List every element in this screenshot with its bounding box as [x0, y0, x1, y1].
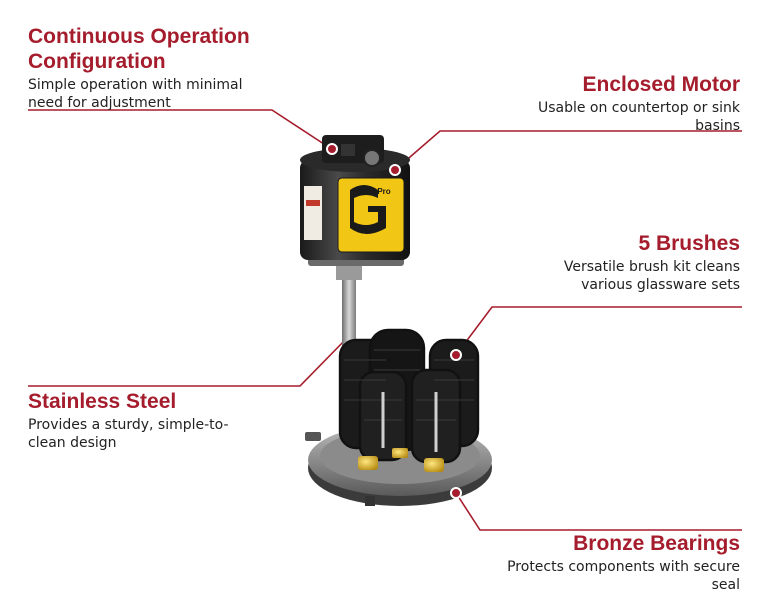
dot-motor — [389, 164, 401, 176]
leader-line-steel — [28, 337, 348, 387]
brushes — [338, 328, 480, 464]
callout-enclosed-motor: Enclosed Motor Usable on countertop or s… — [520, 72, 740, 135]
callout-dots — [326, 143, 462, 499]
dot-continuous — [326, 143, 338, 155]
callout-title: Continuous Operation Configuration — [28, 25, 250, 73]
leader-line-brushes — [455, 306, 742, 356]
dot-bearings — [450, 487, 462, 499]
callout-title: Enclosed Motor — [582, 73, 740, 96]
brand-name: Glass Pro — [353, 187, 390, 196]
leader-line-motor — [394, 130, 742, 171]
callout-brushes: 5 Brushes Versatile brush kit cleans var… — [520, 231, 740, 294]
callout-text: Simple operation with minimal need for a… — [28, 77, 243, 111]
dot-brushes — [450, 349, 462, 361]
bronze-bearings — [358, 448, 444, 472]
callout-text: Usable on countertop or sink basins — [537, 100, 740, 134]
leader-line-continuous — [28, 109, 331, 149]
leader-lines — [28, 109, 742, 531]
callout-stainless-steel: Stainless Steel Provides a sturdy, simpl… — [28, 389, 248, 452]
callout-title: 5 Brushes — [638, 232, 740, 255]
motor-housing: Glass Pro — [300, 135, 410, 266]
callout-continuous-operation: Continuous Operation Configuration Simpl… — [28, 24, 268, 112]
switch-knob — [363, 149, 381, 167]
callout-text: Protects components with secure seal — [507, 559, 740, 593]
callout-title: Stainless Steel — [28, 390, 177, 413]
warning-sticker — [304, 186, 322, 240]
callout-bronze-bearings: Bronze Bearings Protects components with… — [500, 531, 740, 594]
callout-text: Provides a sturdy, simple-to-clean desig… — [28, 417, 229, 451]
callout-text: Versatile brush kit cleans various glass… — [563, 259, 740, 293]
leader-line-bearings — [455, 492, 742, 531]
glass-pro-logo — [350, 185, 386, 234]
callout-title: Bronze Bearings — [573, 532, 740, 555]
